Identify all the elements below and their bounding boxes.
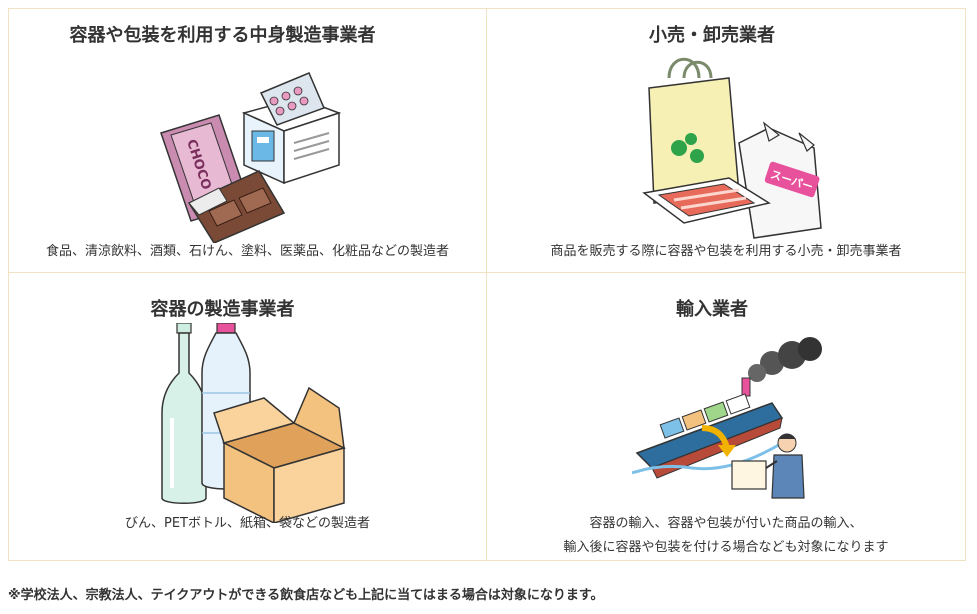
chocolate-and-medicine-box-icon: CHOCO [160, 72, 342, 243]
card-description: 食品、清涼飲料、酒類、石けん、塗料、医薬品、化粧品などの製造者 [45, 244, 449, 259]
card-title: 小売・卸売業者 [649, 25, 775, 46]
footnote: ※学校法人、宗教法人、テイクアウトができる飲食店なども上記に当てはまる場合は対象… [8, 588, 604, 603]
bottles-and-cardboard-box-icon [161, 323, 347, 523]
card-importer: 輸入業者 容器の輸入、容器や包装が付いた商品の輸入 [487, 273, 965, 560]
card-retailer: 小売・卸売業者 スーパー 商品を販売する際に容器や包装を利用する小売・卸売事業者 [487, 9, 965, 273]
card-description-line-2: 輸入後に容器や包装を付ける場合なども対象になります [563, 540, 889, 555]
card-content-manufacturer: 容器や包装を利用する中身製造事業者 CHOCO [9, 9, 487, 273]
business-category-grid: 容器や包装を利用する中身製造事業者 CHOCO [8, 8, 966, 561]
cargo-ship-and-worker-icon [632, 337, 822, 499]
shopping-bags-and-meat-tray-icon: スーパー [642, 57, 822, 239]
card-title: 輸入業者 [676, 299, 748, 320]
card-title: 容器の製造事業者 [150, 299, 295, 320]
card-description-line-1: 容器の輸入、容器や包装が付いた商品の輸入、 [589, 516, 863, 531]
card-description: 商品を販売する際に容器や包装を利用する小売・卸売事業者 [550, 244, 902, 259]
card-description: びん、PETボトル、紙箱、袋などの製造者 [125, 516, 370, 531]
card-container-manufacturer: 容器の製造事業者 びん、PETボトル、紙箱、袋などの製造者 [9, 273, 487, 560]
card-title: 容器や包装を利用する中身製造事業者 [69, 25, 376, 46]
